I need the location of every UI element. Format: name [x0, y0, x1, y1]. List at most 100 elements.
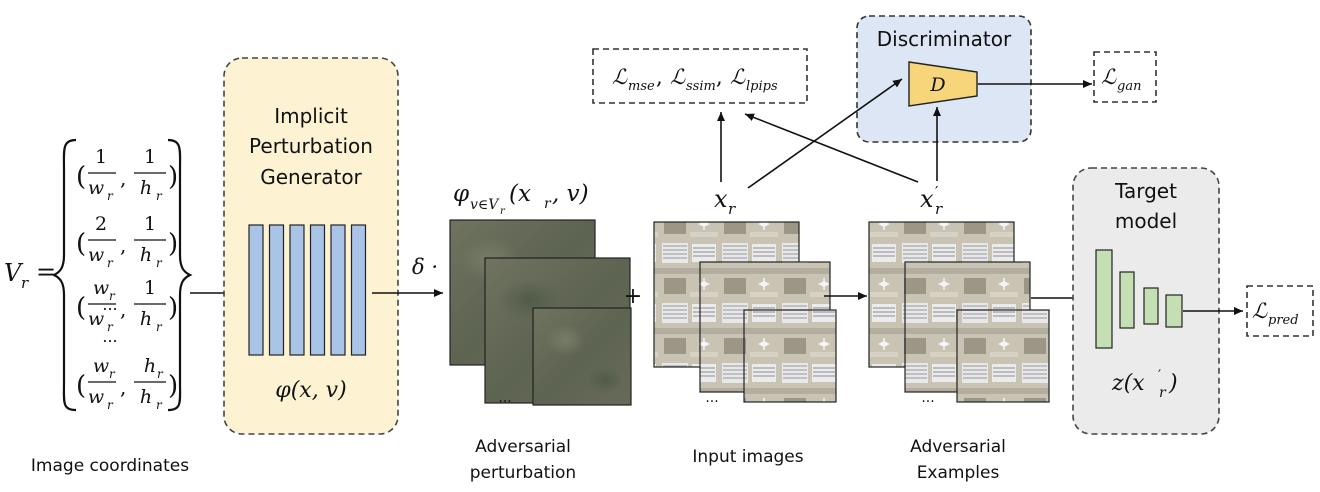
prediction-loss: ℒ pred — [1246, 285, 1314, 337]
input-label-x: x — [714, 185, 728, 213]
row-den-1: w — [88, 177, 104, 199]
generator-layer-5 — [330, 224, 346, 356]
row-den-2: h — [140, 244, 152, 266]
target-title-line-2: model — [1115, 209, 1177, 233]
generator-title-line-1: Implicit — [274, 104, 348, 128]
loss-lpips-symbol: ℒ — [730, 65, 746, 89]
adv-label-sub: r — [935, 200, 943, 218]
generator-layer-3 — [289, 224, 305, 356]
adversarial-perturbation: φ v∈V r (x r , v) ... Adversarial pertur… — [449, 181, 632, 483]
discriminator-block — [908, 61, 978, 107]
generator-layer-6 — [350, 224, 367, 356]
target-formula-sub: r — [1159, 385, 1167, 401]
row-num-1-sub: r — [109, 367, 116, 381]
input-ellipsis: ... — [705, 390, 718, 406]
generator-layers — [248, 224, 367, 356]
row-close-paren: ) — [168, 371, 178, 401]
gan-loss-sub: gan — [1117, 79, 1141, 94]
row-den-1-sub: r — [107, 256, 114, 270]
row-num-2: h — [144, 355, 156, 377]
row-comma: , — [120, 375, 126, 399]
perturbation-label-args-end: , v) — [552, 181, 589, 207]
reconstruction-loss: ℒ mse , ℒ ssim , ℒ lpips — [592, 48, 808, 104]
generator-formula: φ(x, v) — [275, 378, 346, 403]
adv-label-x: x — [920, 185, 934, 213]
perturbation-map-3 — [532, 307, 632, 406]
adversarial-image-3 — [956, 309, 1050, 403]
target-model: Target model z(x r ′ ) — [1072, 167, 1220, 435]
reconstruction-loss-box — [592, 48, 808, 104]
row-open-paren: ( — [76, 293, 86, 323]
arrow-xr-prime-to-recon-loss — [744, 113, 919, 183]
target-formula-prime: ′ — [1158, 368, 1161, 384]
row-den-2-sub: r — [156, 256, 163, 270]
row-close-paren: ) — [168, 293, 178, 323]
pred-loss-sub: pred — [1268, 313, 1299, 328]
row-comma: , — [120, 233, 126, 257]
adv-caption-line-2: Examples — [917, 463, 1000, 483]
gan-loss-box — [1093, 51, 1157, 103]
perturbation-label-args-sub: r — [544, 196, 552, 212]
pred-loss-box — [1246, 285, 1314, 337]
discriminator-title: Discriminator — [877, 27, 1012, 51]
target-layer-2 — [1119, 271, 1135, 329]
generator-title-line-2: Perturbation — [249, 134, 373, 158]
row-num-1: w — [93, 277, 109, 299]
arrow-xr-to-discriminator — [747, 78, 903, 189]
perturbation-label-sub: v∈V — [470, 197, 500, 213]
plus-sign: + — [624, 284, 642, 309]
vr-symbol-sub: r — [21, 274, 29, 292]
right-brace — [167, 138, 193, 412]
perturbation-caption-line-1: Adversarial — [475, 437, 571, 457]
vr-symbol: V — [4, 259, 24, 287]
target-formula-pre: z(x — [1111, 371, 1145, 396]
delta-scale: δ · — [412, 255, 438, 279]
loss-lpips-sub: lpips — [746, 79, 778, 94]
target-layer-1 — [1095, 249, 1113, 349]
gan-loss: ℒ gan — [1093, 51, 1157, 103]
row-num-1: 1 — [95, 146, 107, 168]
vr-ellipsis-1: ... — [102, 295, 117, 314]
row-num-2: 1 — [144, 213, 156, 235]
row-comma: , — [120, 297, 126, 321]
row-num-2-sub: r — [157, 367, 164, 381]
discriminator-symbol: D — [929, 74, 945, 96]
row-den-1-sub: r — [107, 189, 114, 203]
perturbation-label-subsub: r — [500, 206, 506, 217]
row-den-1: w — [88, 308, 104, 330]
row-den-2-sub: r — [156, 398, 163, 412]
row-den-2-sub: r — [156, 320, 163, 334]
row-den-2: h — [140, 177, 152, 199]
loss-ssim-sub: ssim — [686, 79, 716, 94]
row-open-paren: ( — [76, 371, 86, 401]
generator-layer-1 — [248, 224, 264, 356]
input-image-3 — [743, 309, 837, 403]
generator-layer-4 — [309, 224, 326, 356]
image-coordinates-caption: Image coordinates — [31, 456, 189, 476]
input-images: x r ... Input images — [653, 185, 837, 467]
perturbation-label-args: (x — [509, 181, 531, 207]
row-open-paren: ( — [76, 162, 86, 192]
loss-sep-2: , — [716, 65, 723, 89]
target-model-layers — [1095, 249, 1183, 349]
row-num-1: 2 — [95, 213, 107, 235]
loss-ssim-symbol: ℒ — [670, 65, 686, 89]
target-layer-3 — [1143, 287, 1159, 325]
vr-ellipsis-2: ... — [102, 327, 117, 346]
row-num-2: 1 — [144, 146, 156, 168]
row-close-paren: ) — [168, 162, 178, 192]
pred-loss-symbol: ℒ — [1252, 299, 1268, 323]
loss-mse-symbol: ℒ — [612, 65, 628, 89]
generator-layer-2 — [268, 224, 285, 356]
row-open-paren: ( — [76, 229, 86, 259]
adv-label-prime: ′ — [935, 183, 939, 201]
input-images-caption: Input images — [692, 447, 803, 467]
generator-title-line-3: Generator — [260, 165, 362, 189]
row-den-1: w — [88, 244, 104, 266]
